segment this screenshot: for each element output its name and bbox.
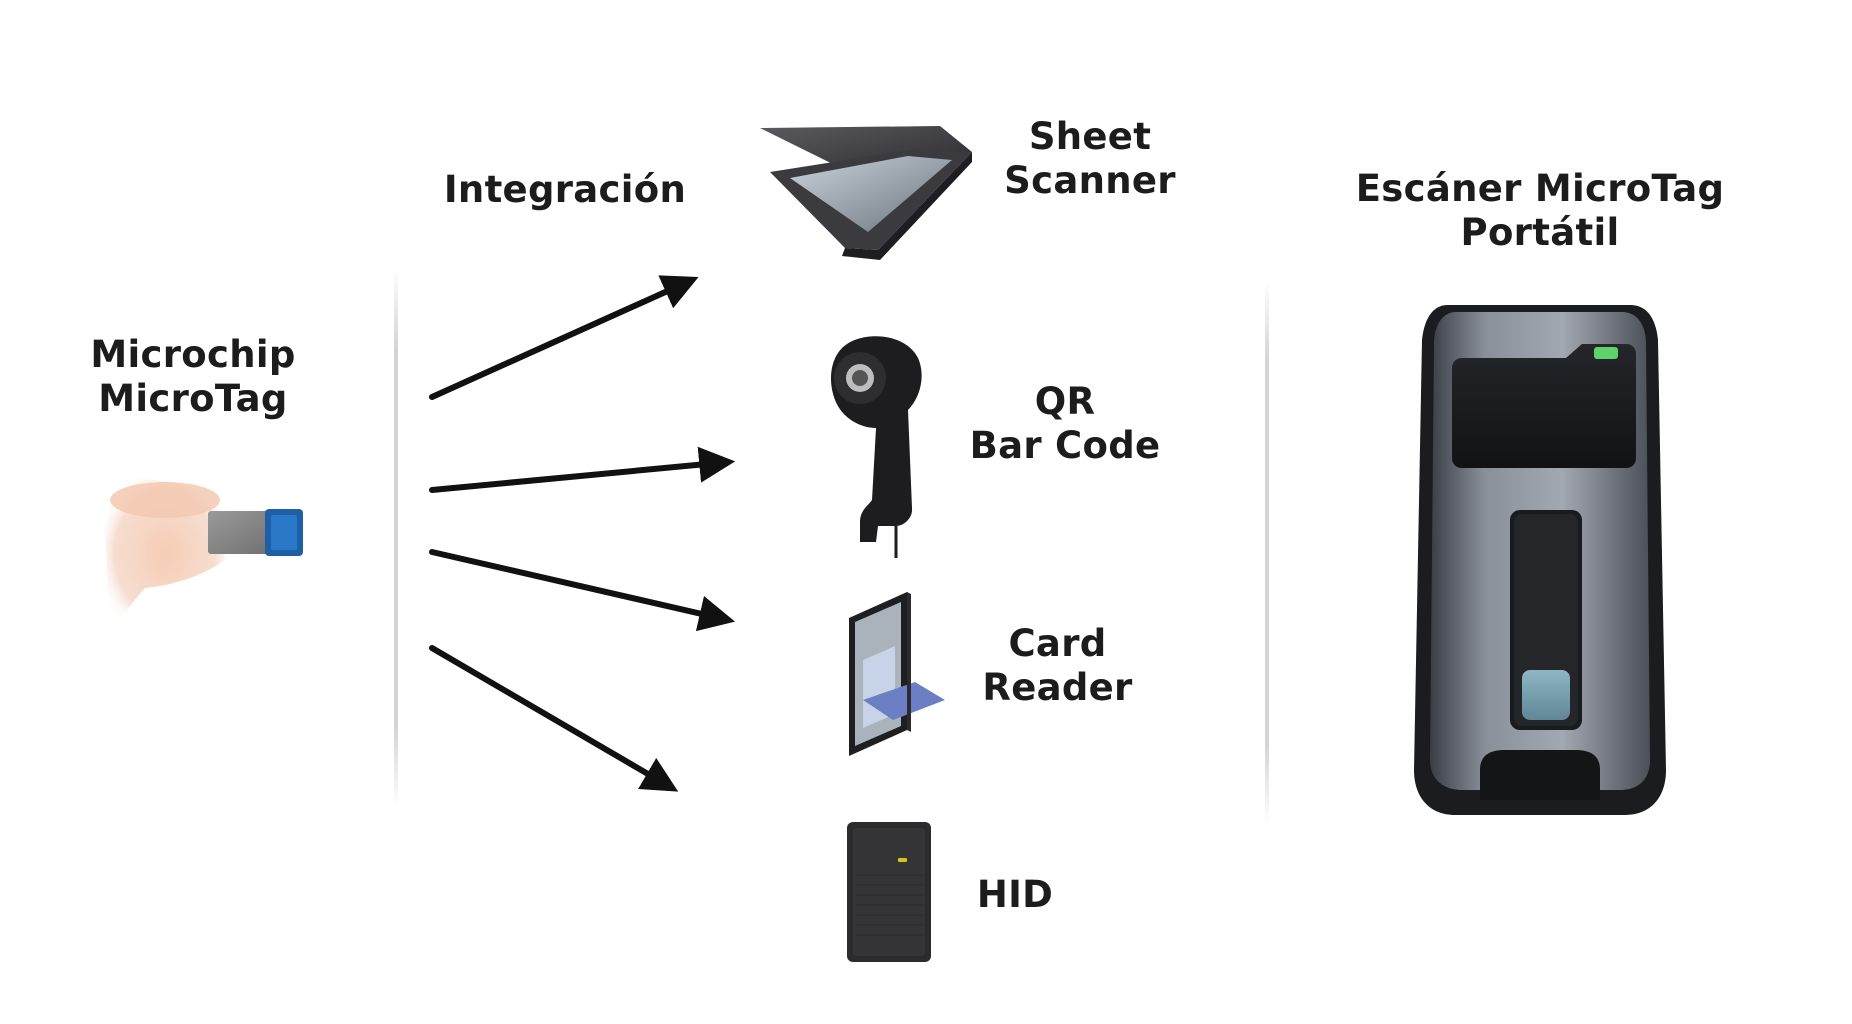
arrow-to-hid bbox=[429, 645, 679, 792]
status-indicator bbox=[1594, 347, 1618, 359]
hid-label: HID bbox=[976, 873, 1054, 916]
portable-scanner-icon bbox=[1414, 305, 1666, 815]
card-reader-line2: Reader bbox=[982, 666, 1133, 709]
portable-title: Escáner MicroTag Portátil bbox=[1330, 167, 1750, 255]
sheet-scanner-label: Sheet Scanner bbox=[990, 115, 1190, 203]
portable-title-line2: Portátil bbox=[1460, 211, 1620, 254]
barcode-line1: QR bbox=[1034, 380, 1096, 423]
arrow-to-sheet-scanner bbox=[429, 275, 699, 400]
portable-title-line1: Escáner MicroTag bbox=[1355, 167, 1725, 210]
card-reader-label: Card Reader bbox=[965, 622, 1150, 710]
barcode-line2: Bar Code bbox=[969, 424, 1161, 467]
barcode-scanner-icon bbox=[830, 336, 922, 558]
arrow-to-card-reader bbox=[429, 549, 736, 632]
card-reader-icon bbox=[849, 592, 945, 756]
microtag-chip-icon bbox=[105, 478, 303, 628]
right-divider bbox=[1265, 280, 1269, 825]
arrow-to-barcode bbox=[429, 446, 736, 493]
card-reader-line1: Card bbox=[1008, 622, 1107, 665]
sheet-scanner-line1: Sheet bbox=[1028, 115, 1152, 158]
left-divider bbox=[394, 268, 398, 808]
sheet-scanner-line2: Scanner bbox=[1004, 159, 1176, 202]
integration-arrows bbox=[429, 275, 736, 792]
integration-title: Integración bbox=[443, 168, 687, 211]
microchip-title: Microchip MicroTag bbox=[62, 333, 324, 421]
microchip-title-line1: Microchip bbox=[90, 333, 296, 376]
microchip-title-line2: MicroTag bbox=[98, 377, 288, 420]
hid-reader-icon bbox=[847, 822, 931, 962]
sheet-scanner-icon bbox=[760, 126, 972, 260]
barcode-label: QR Bar Code bbox=[960, 380, 1170, 468]
